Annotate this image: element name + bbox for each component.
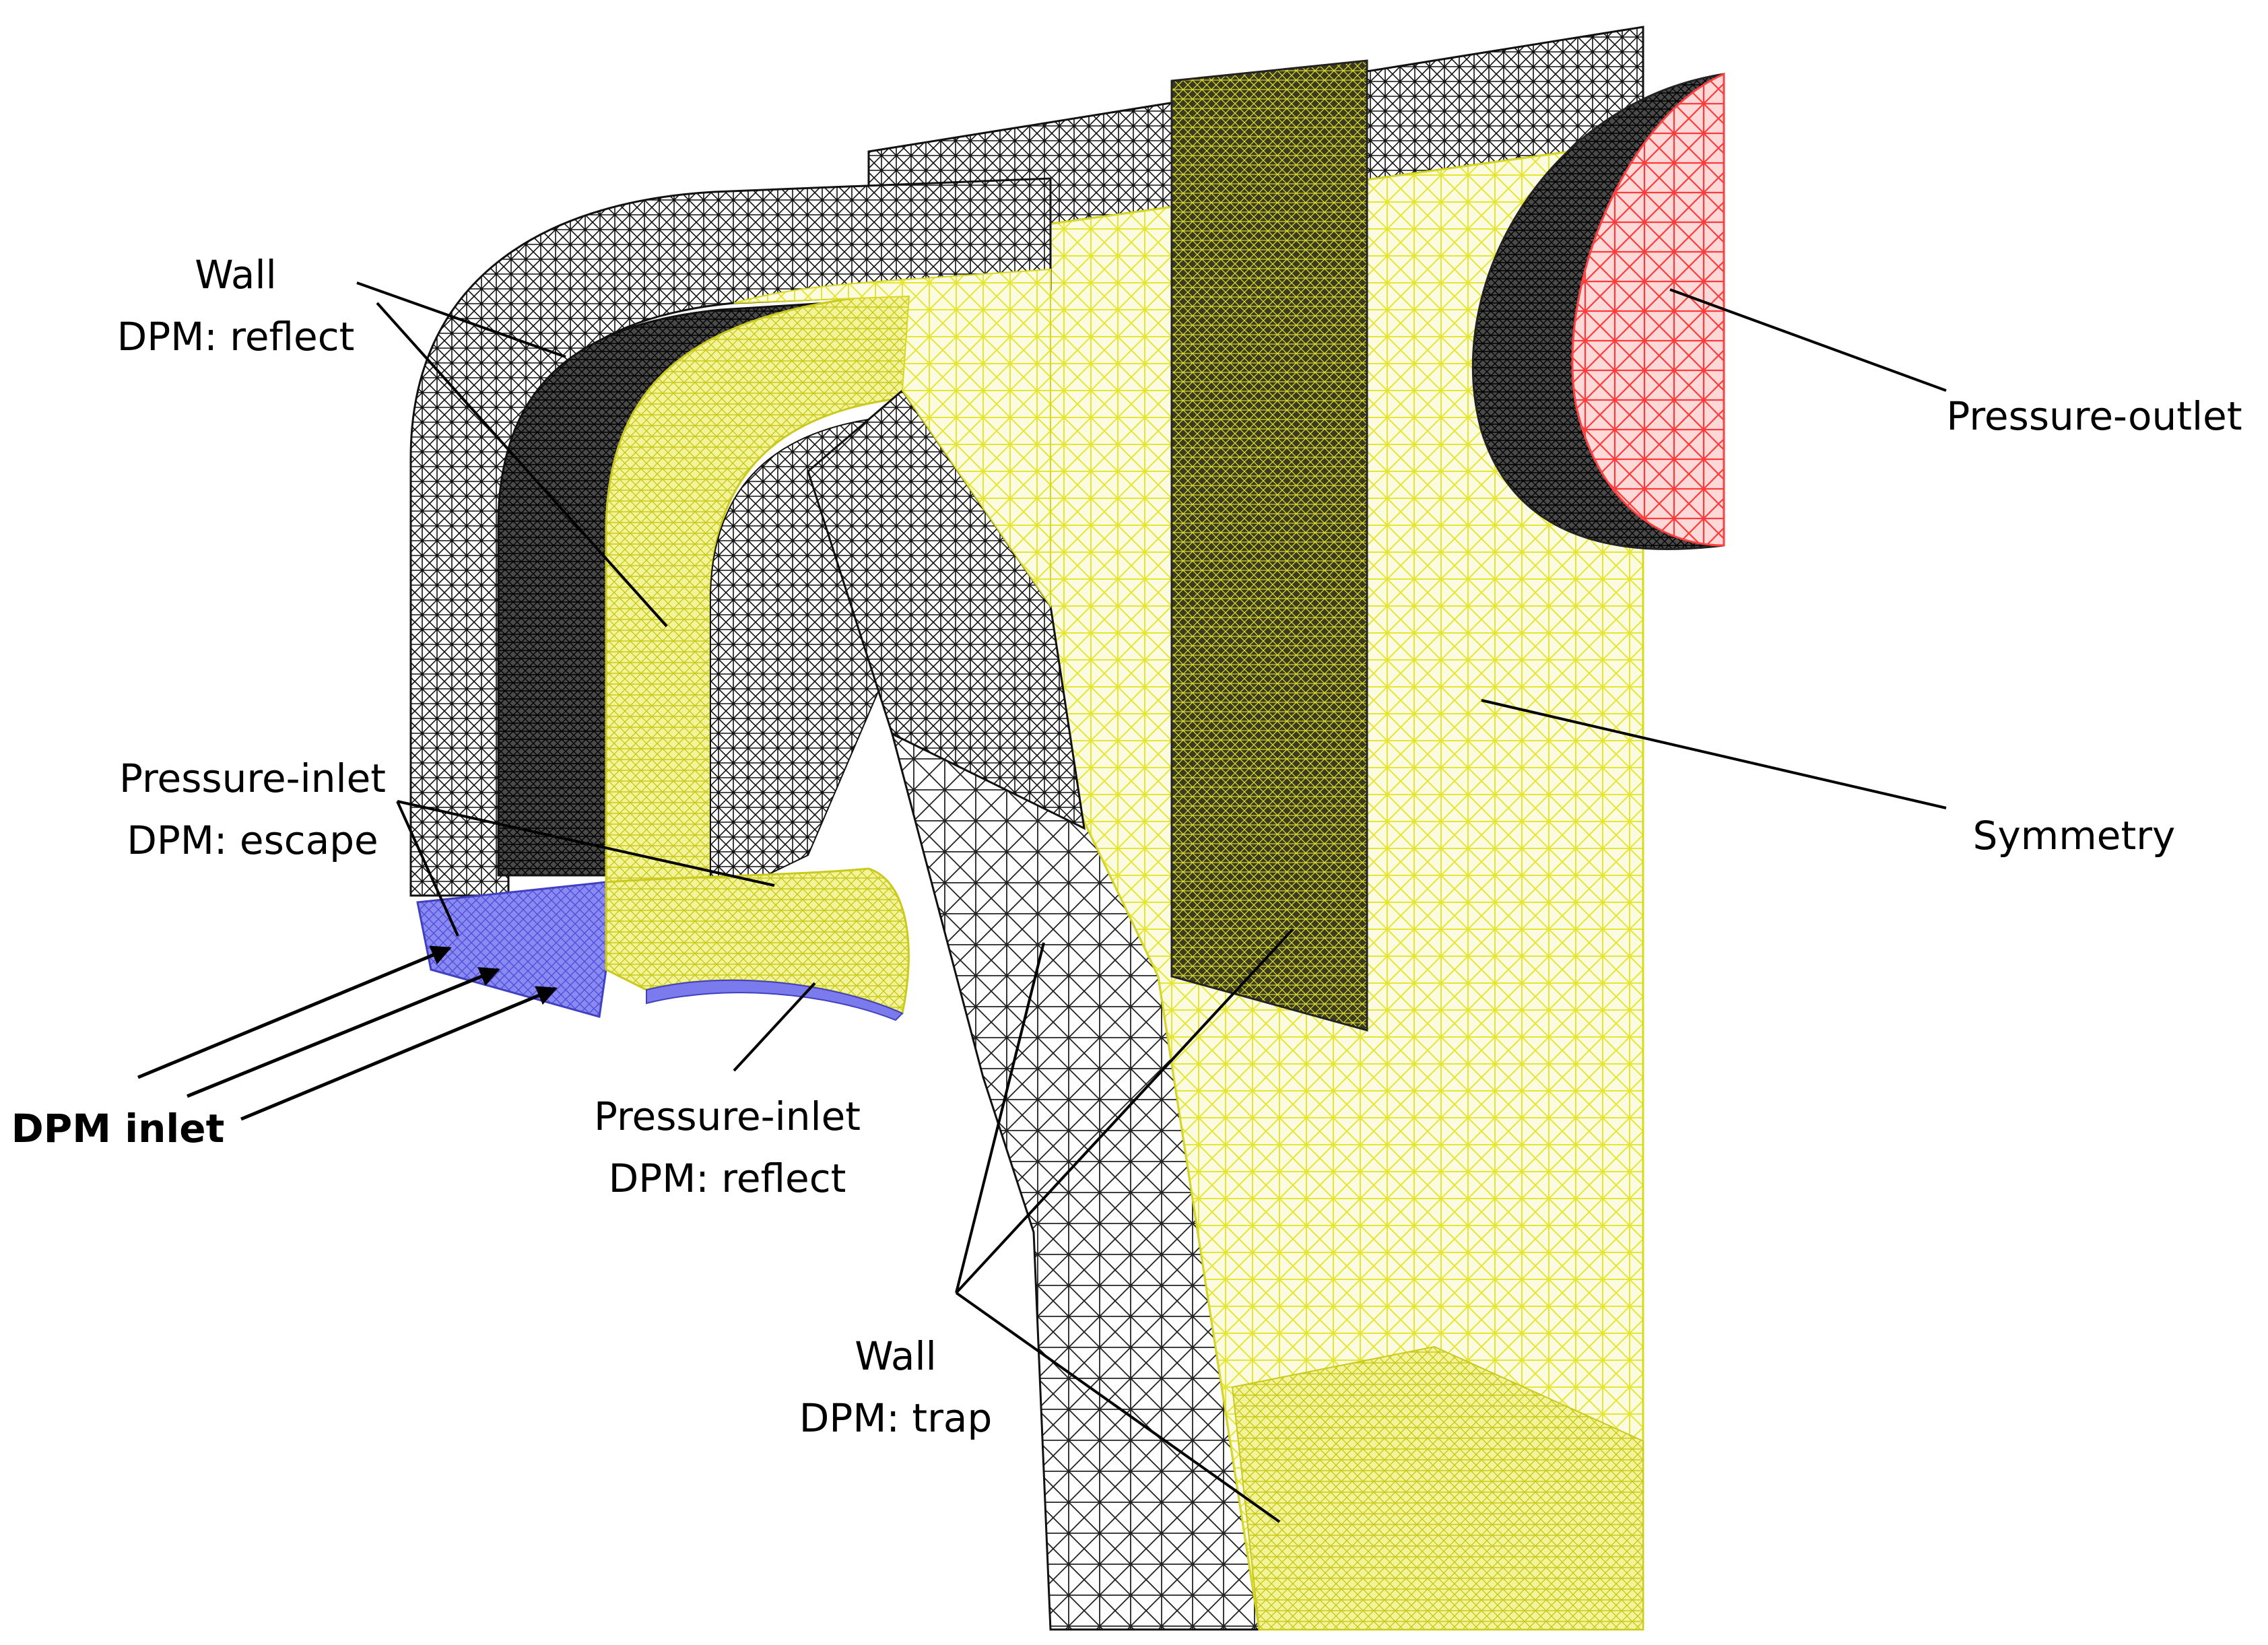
dpm-inlet-arrows — [137, 945, 558, 1121]
outlet-face — [1571, 72, 1725, 547]
duct-connector — [733, 268, 1051, 609]
label-dpm-inlet: DPM inlet — [11, 1106, 225, 1151]
inlet-reflect-edge — [646, 979, 904, 1021]
baffle-dark — [1170, 59, 1368, 1032]
box-floor — [1231, 1345, 1644, 1630]
label-pressure-outlet: Pressure-outlet — [1946, 393, 2242, 439]
label-symmetry: Symmetry — [1972, 813, 2176, 859]
label-wall-reflect: Wall DPM: reflect — [116, 252, 355, 360]
leader-lines — [356, 281, 1947, 1523]
label-inlet-escape: Pressure-inlet DPM: escape — [119, 756, 386, 863]
slanted-wall — [807, 389, 1086, 830]
label-wall-trap: Wall DPM: trap — [799, 1333, 993, 1441]
label-inlet-reflect: Pressure-inlet DPM: reflect — [593, 1094, 861, 1201]
